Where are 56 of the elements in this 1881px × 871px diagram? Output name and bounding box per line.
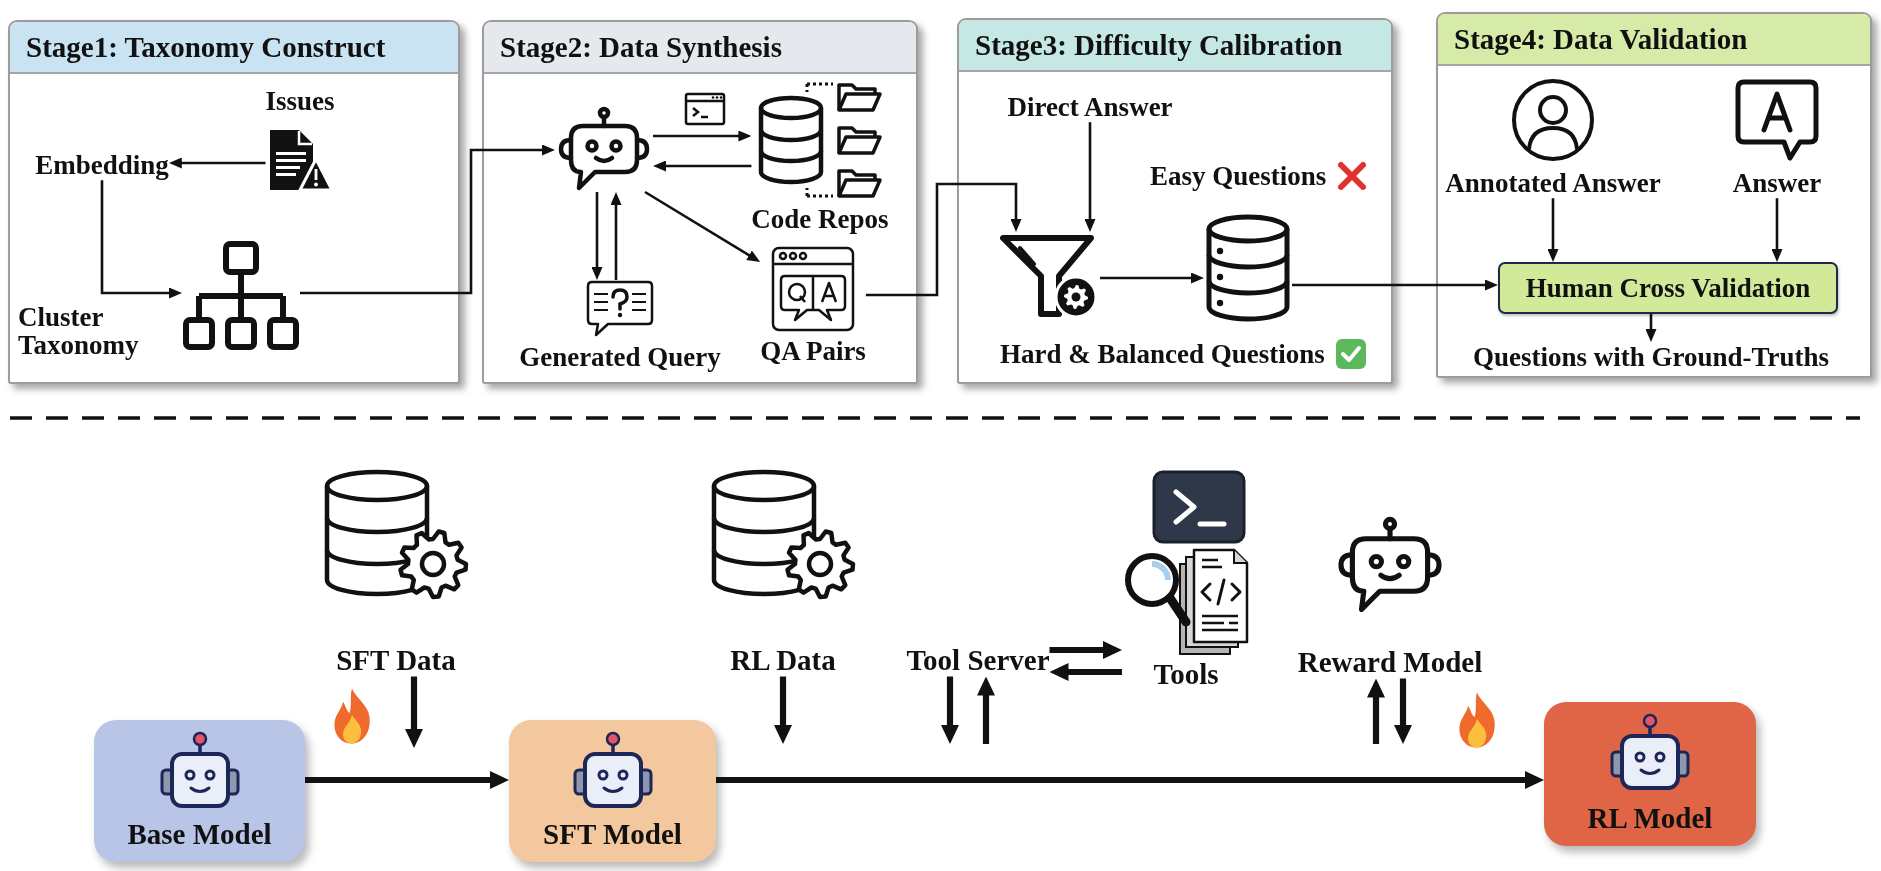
arrow	[1100, 272, 1204, 284]
stage-panel	[1436, 12, 1872, 378]
node-label: Cluster Taxonomy	[18, 303, 140, 360]
node-label: Tools	[1153, 658, 1219, 691]
arrow	[1645, 314, 1657, 342]
database-icon	[1204, 214, 1292, 322]
node-label: Questions with Ground-Truths	[1472, 342, 1830, 373]
note-text: Hard & Balanced Questions	[1000, 338, 1325, 370]
node-label: QA Pairs	[760, 336, 866, 367]
stage-panel	[482, 20, 918, 384]
arrow	[305, 771, 509, 789]
arrow	[1394, 678, 1412, 744]
node-label: SFT Data	[336, 644, 456, 677]
arrow	[610, 192, 622, 280]
model-card	[1544, 702, 1756, 846]
arrow	[941, 676, 959, 744]
arrow	[168, 157, 266, 169]
model-card	[509, 720, 716, 862]
arrow	[591, 192, 603, 280]
arrow	[1049, 641, 1122, 659]
node-label: Embedding	[35, 150, 169, 181]
node-label: Generated Query	[519, 342, 721, 373]
model-label: SFT Model	[543, 817, 682, 850]
node-label: Issues	[265, 86, 335, 117]
stage-panel	[8, 20, 460, 384]
stage-heading: Stage3: Difficulty Calibration	[959, 20, 1391, 72]
hierarchy-icon	[182, 240, 300, 352]
note-text: Easy Questions	[1150, 160, 1327, 192]
stage-heading: Stage2: Data Synthesis	[484, 22, 916, 74]
arrow	[1292, 279, 1498, 291]
arrow	[1771, 198, 1783, 262]
stage-panel	[957, 18, 1393, 384]
arrow	[653, 160, 752, 172]
node-label: Reward Model	[1297, 646, 1483, 679]
arrow	[405, 676, 423, 748]
arrow	[653, 130, 752, 142]
model-label: RL Model	[1587, 801, 1713, 834]
node-label: Annotated Answer	[1445, 168, 1661, 199]
arrow	[774, 676, 792, 744]
stage-heading: Stage1: Taxonomy Construct	[10, 22, 458, 74]
process-box: Human Cross Validation	[1498, 262, 1838, 314]
node-label: Direct Answer	[1007, 92, 1173, 123]
node-label: RL Data	[730, 644, 836, 677]
arrow	[100, 180, 182, 299]
arrow	[716, 771, 1544, 789]
arrow	[865, 182, 1022, 297]
model-card	[94, 720, 305, 862]
arrow	[644, 190, 761, 262]
node-label: Code Repos	[751, 204, 889, 235]
node-label: Tool Server	[906, 644, 1050, 677]
stage-heading: Stage4: Data Validation	[1438, 14, 1870, 66]
model-label: Base Model	[127, 817, 272, 850]
arrow	[300, 144, 555, 295]
node-label: Answer	[1732, 168, 1822, 199]
arrow	[1547, 198, 1559, 262]
arrow	[1084, 122, 1096, 232]
